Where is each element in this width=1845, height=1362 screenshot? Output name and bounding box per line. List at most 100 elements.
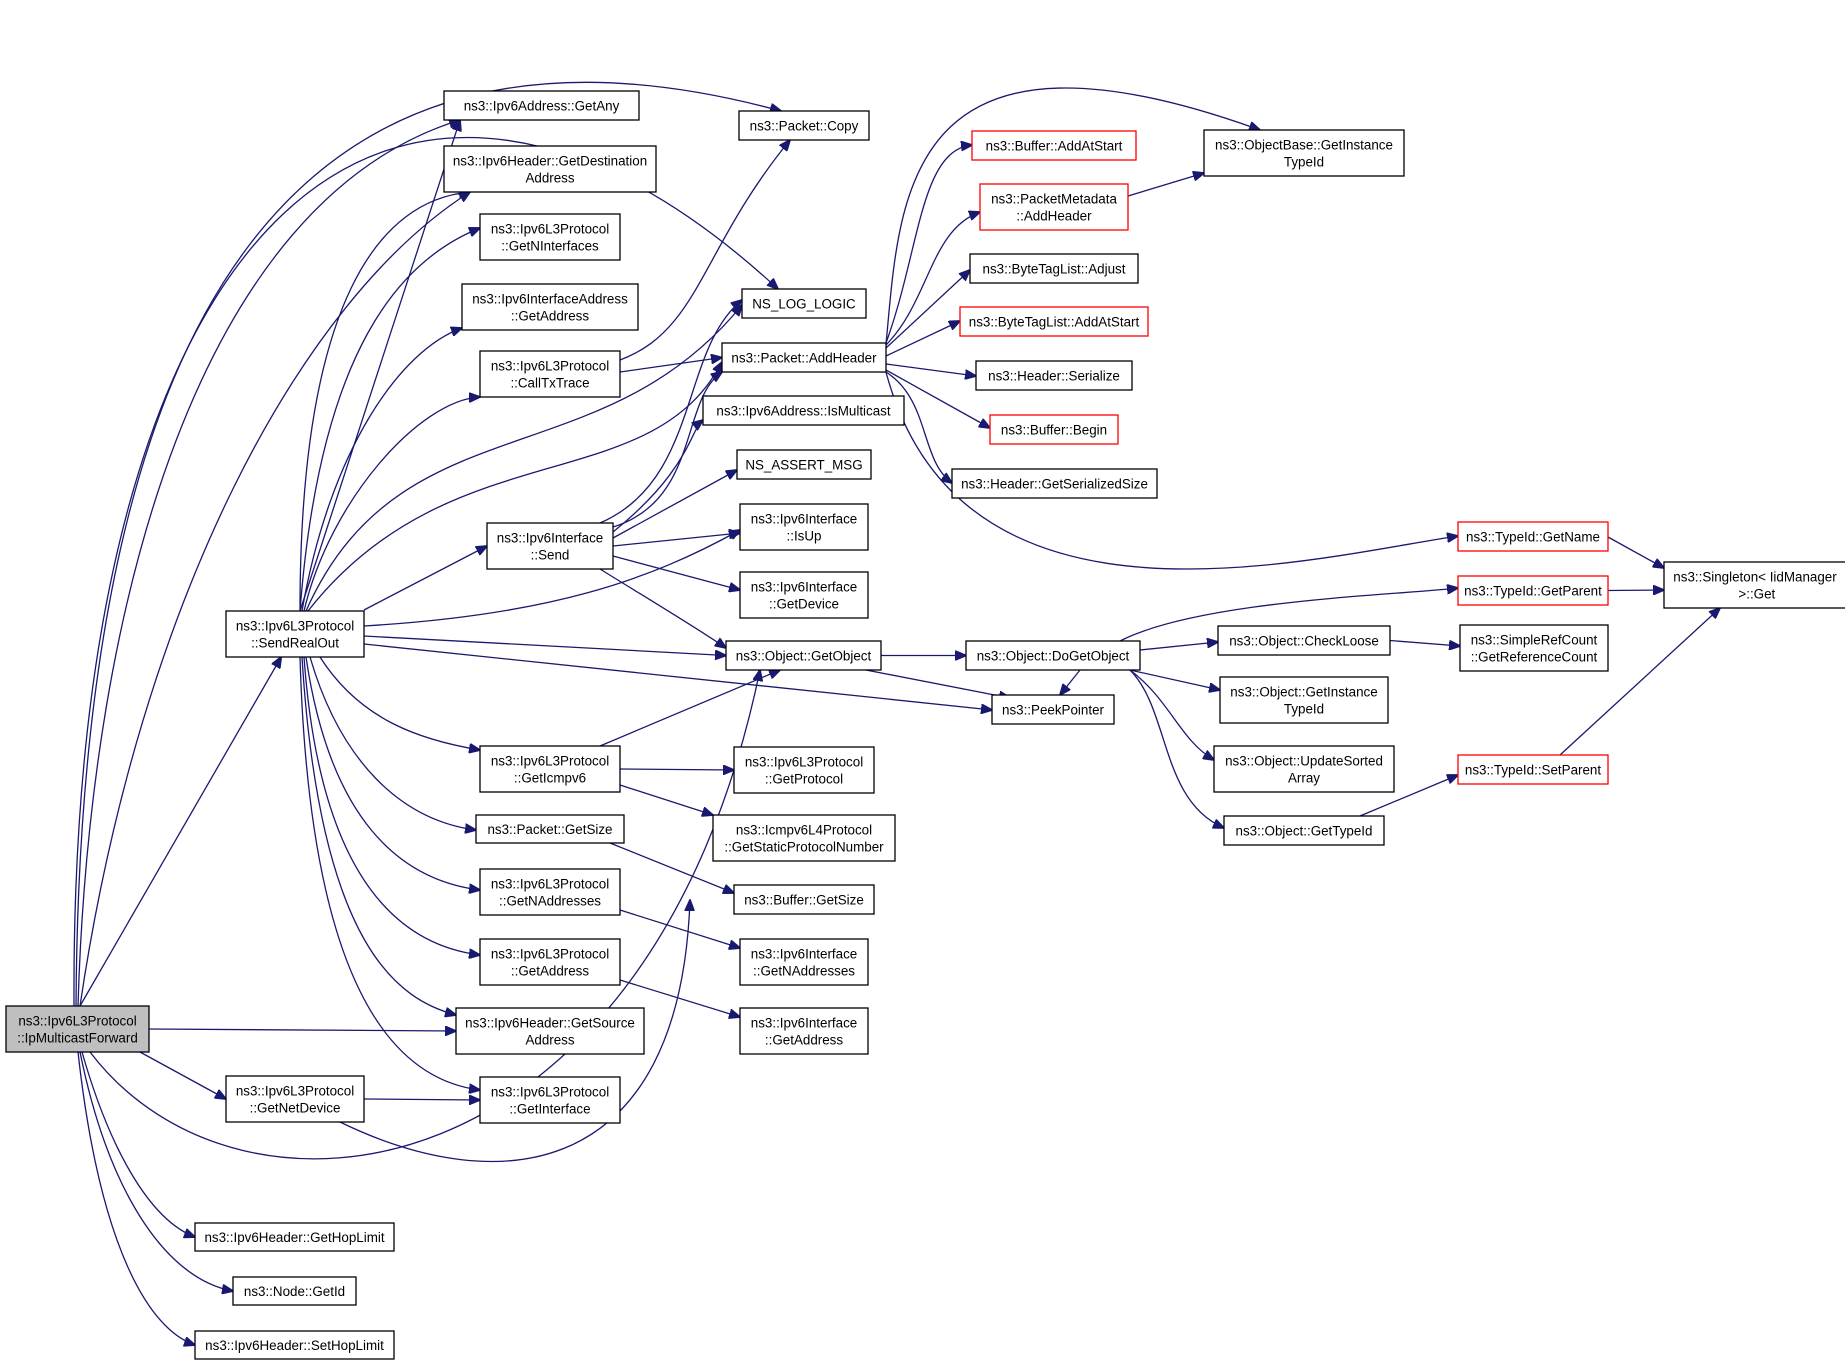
- node-ifgetaddr[interactable]: ns3::Ipv6Interface::GetAddress: [739, 1007, 869, 1055]
- node-label: ns3::Ipv6Address::GetAny: [464, 99, 620, 114]
- node-hdrsz[interactable]: ns3::Header::GetSerializedSize: [951, 468, 1158, 499]
- edge-dogetobj-to-tidparent: [1119, 588, 1458, 642]
- node-label: ns3::Ipv6L3Protocol: [236, 1084, 354, 1099]
- node-box: [1457, 754, 1609, 785]
- node-label: ::Send: [531, 548, 570, 563]
- node-nsassert[interactable]: NS_ASSERT_MSG: [736, 449, 872, 480]
- edge-sendro-to-getdest: [299, 192, 470, 612]
- node-getnaddr[interactable]: ns3::Ipv6L3Protocol::GetNAddresses: [479, 868, 621, 916]
- node-l3proto[interactable]: ns3::Ipv6L3Protocol::GetProtocol: [733, 746, 875, 794]
- edge-sendro-to-getnaddr: [305, 656, 480, 890]
- node-nslog[interactable]: NS_LOG_LOGIC: [741, 288, 867, 319]
- node-label: ::GetReferenceCount: [1471, 650, 1598, 665]
- edge-pktsize-to-bufsize: [609, 842, 734, 893]
- node-peek[interactable]: ns3::PeekPointer: [991, 694, 1115, 725]
- node-box: [959, 306, 1149, 337]
- node-box: [486, 522, 614, 570]
- node-label: ns3::Ipv6Interface: [751, 947, 857, 962]
- node-label: ns3::PacketMetadata: [991, 192, 1117, 207]
- node-gethop[interactable]: ns3::Ipv6Header::GetHopLimit: [194, 1222, 395, 1252]
- node-pktsize[interactable]: ns3::Packet::GetSize: [475, 814, 625, 844]
- edge-sendro-to-isup: [363, 530, 740, 627]
- edge-sendro-to-ifsend: [363, 546, 487, 611]
- node-addhdr[interactable]: ns3::Packet::AddHeader: [721, 342, 887, 373]
- node-ifsend[interactable]: ns3::Ipv6Interface::Send: [486, 522, 614, 570]
- node-label: ns3::Node::GetId: [244, 1284, 345, 1299]
- edge-sendro-to-getsrc: [301, 656, 456, 1015]
- node-bufsize[interactable]: ns3::Buffer::GetSize: [733, 884, 875, 915]
- edge-pmadd-to-obgit: [1127, 173, 1204, 197]
- node-getif[interactable]: ns3::Ipv6L3Protocol::GetInterface: [479, 1076, 621, 1124]
- node-label: ns3::TypeId::SetParent: [1465, 763, 1602, 778]
- node-calltx[interactable]: ns3::Ipv6L3Protocol::CallTxTrace: [479, 350, 621, 398]
- edge-sendro-to-getany: [299, 120, 460, 612]
- node-pktcopy[interactable]: ns3::Packet::Copy: [738, 110, 870, 141]
- node-checkloose[interactable]: ns3::Object::CheckLoose: [1217, 625, 1391, 656]
- node-box: [479, 938, 621, 986]
- node-ipmf[interactable]: ns3::Ipv6L3Protocol::IpMulticastForward: [5, 1005, 150, 1053]
- node-nodeid[interactable]: ns3::Node::GetId: [232, 1276, 357, 1306]
- node-label: ::GetNetDevice: [250, 1101, 341, 1116]
- node-ifnaddr[interactable]: ns3::Ipv6Interface::GetNAddresses: [739, 938, 869, 986]
- node-tidparent[interactable]: ns3::TypeId::GetParent: [1457, 575, 1609, 606]
- node-getnif[interactable]: ns3::Ipv6L3Protocol::GetNInterfaces: [479, 213, 621, 261]
- node-getnetdev[interactable]: ns3::Ipv6L3Protocol::GetNetDevice: [225, 1075, 365, 1123]
- node-singleton[interactable]: ns3::Singleton< IidManager >::Get: [1663, 561, 1845, 609]
- node-tidname[interactable]: ns3::TypeId::GetName: [1457, 521, 1609, 552]
- node-label: ns3::Ipv6Interface: [751, 580, 857, 595]
- node-dogetobj[interactable]: ns3::Object::DoGetObject: [965, 640, 1141, 671]
- node-sendro[interactable]: ns3::Ipv6L3Protocol::SendRealOut: [225, 610, 365, 658]
- node-box: [739, 938, 869, 986]
- edge-calltx-to-pktcopy: [619, 140, 790, 361]
- node-label: ns3::Ipv6Header::GetDestination: [453, 154, 647, 169]
- node-label: ns3::Header::Serialize: [988, 369, 1120, 384]
- edge-ifsend-to-nsassert: [612, 470, 737, 539]
- node-label: >::Get: [1735, 587, 1776, 602]
- node-ifaddr[interactable]: ns3::Ipv6InterfaceAddress::GetAddress: [461, 283, 639, 331]
- node-btladd[interactable]: ns3::ByteTagList::AddAtStart: [959, 306, 1149, 337]
- node-srcref[interactable]: ns3::SimpleRefCount::GetReferenceCount: [1459, 624, 1609, 672]
- edge-ipmf-to-sendro: [79, 657, 281, 1007]
- edge-dogetobj-to-ogit: [1129, 669, 1220, 690]
- node-ismc[interactable]: ns3::Ipv6Address::IsMulticast: [702, 395, 905, 426]
- node-btladj[interactable]: ns3::ByteTagList::Adjust: [969, 253, 1139, 284]
- edge-sendro-to-getobj: [363, 635, 726, 656]
- node-getobj[interactable]: ns3::Object::GetObject: [725, 640, 882, 671]
- node-sethop[interactable]: ns3::Ipv6Header::SetHopLimit: [194, 1330, 395, 1360]
- node-label: ns3::ByteTagList::AddAtStart: [969, 315, 1140, 330]
- node-label: ns3::Packet::Copy: [750, 119, 859, 134]
- node-pmadd[interactable]: ns3::PacketMetadata::AddHeader: [979, 183, 1129, 231]
- edge-ipmf-to-getsrc: [148, 1029, 456, 1031]
- edge-ipmf-to-pktcopy: [75, 81, 781, 1007]
- node-icmpnum[interactable]: ns3::Icmpv6L4Protocol::GetStaticProtocol…: [712, 814, 896, 862]
- node-getaddr[interactable]: ns3::Ipv6L3Protocol::GetAddress: [479, 938, 621, 986]
- node-gettid[interactable]: ns3::Object::GetTypeId: [1223, 815, 1385, 846]
- node-box: [232, 1276, 357, 1306]
- node-label: ns3::SimpleRefCount: [1471, 633, 1598, 648]
- node-label: ::GetNAddresses: [753, 964, 855, 979]
- edge-addhdr-to-tidname: [885, 371, 1458, 570]
- node-box: [741, 288, 867, 319]
- node-geticmp[interactable]: ns3::Ipv6L3Protocol::GetIcmpv6: [479, 745, 621, 793]
- node-box: [475, 814, 625, 844]
- edge-getnetdev-to-ifdev: [339, 900, 690, 1163]
- node-box: [1459, 624, 1609, 672]
- node-box: [1203, 129, 1405, 177]
- node-isup[interactable]: ns3::Ipv6Interface::IsUp: [739, 503, 869, 551]
- node-tidsetp[interactable]: ns3::TypeId::SetParent: [1457, 754, 1609, 785]
- node-bufadd[interactable]: ns3::Buffer::AddAtStart: [971, 130, 1137, 161]
- node-box: [979, 183, 1129, 231]
- node-getany[interactable]: ns3::Ipv6Address::GetAny: [443, 90, 640, 121]
- node-label: ns3::Singleton< IidManager: [1673, 570, 1837, 585]
- node-hdrser[interactable]: ns3::Header::Serialize: [975, 360, 1133, 391]
- node-label: NS_LOG_LOGIC: [752, 297, 856, 312]
- node-box: [965, 640, 1141, 671]
- node-ifdev[interactable]: ns3::Ipv6Interface::GetDevice: [739, 571, 869, 619]
- node-bufbegin[interactable]: ns3::Buffer::Begin: [989, 414, 1119, 445]
